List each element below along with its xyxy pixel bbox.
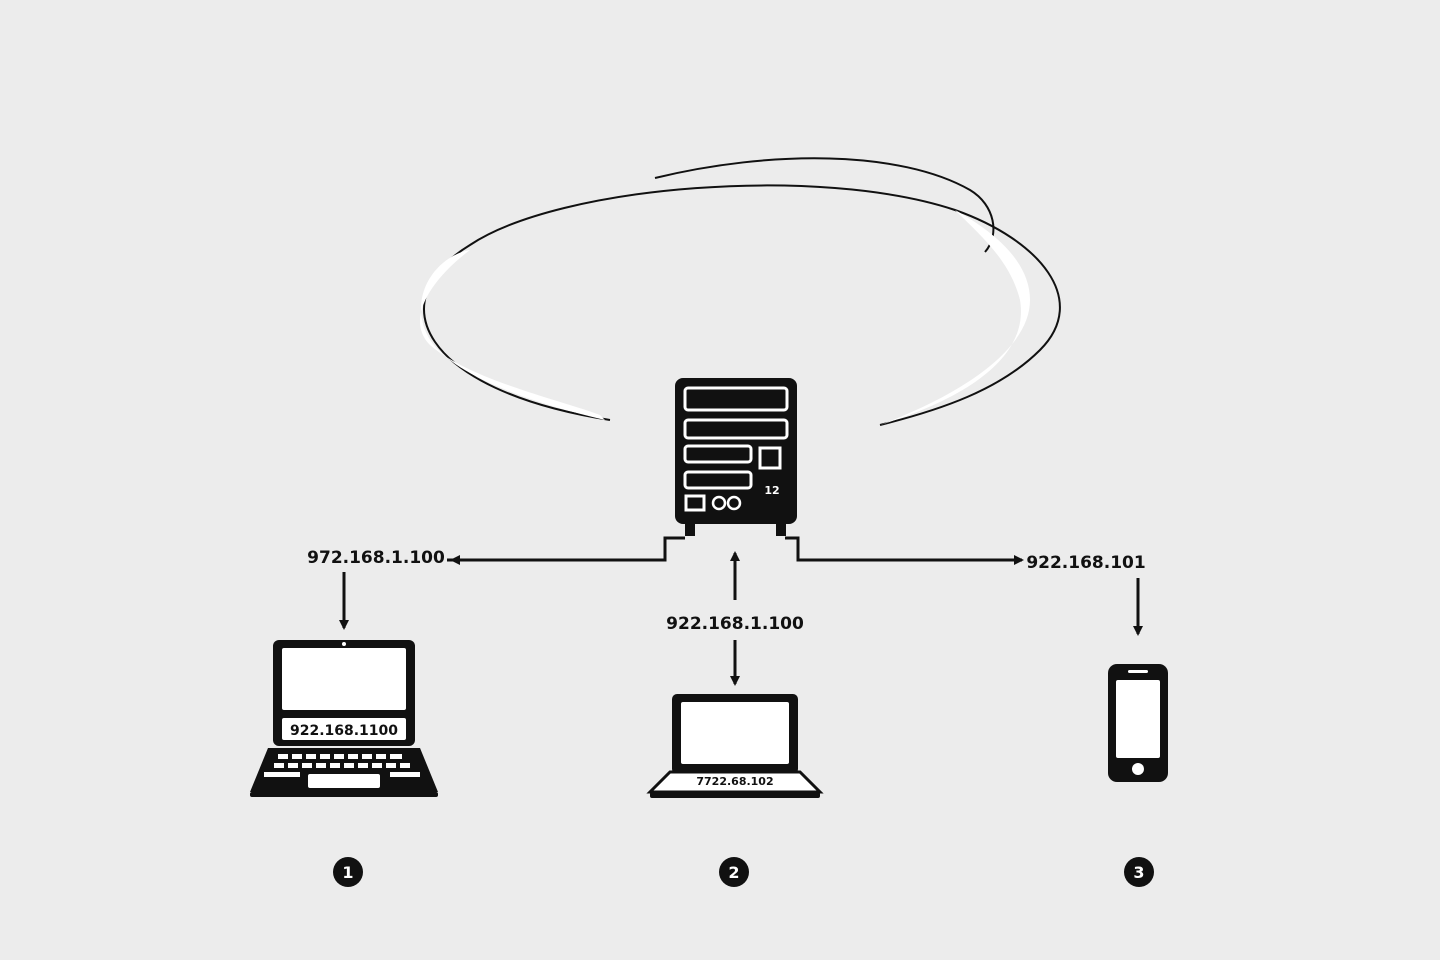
badge-number: 2 [728, 863, 739, 882]
laptop-2-base-label: 7722.68.102 [696, 775, 773, 788]
laptop-1-screen-label: 922.168.1100 [290, 723, 398, 739]
laptop-icon: 7722.68.102 [646, 694, 824, 798]
cloud-swirl-icon [419, 157, 1061, 426]
center-link: 922.168.1.100 [666, 551, 804, 686]
right-link-label: 922.168.101 [1026, 553, 1145, 573]
device-badge-2: 2 [719, 857, 749, 887]
left-link: 972.168.1.100 [307, 548, 665, 630]
device-badge-3: 3 [1124, 857, 1154, 887]
right-link: 922.168.101 [798, 553, 1146, 636]
center-link-label: 922.168.1.100 [666, 614, 804, 634]
badge-number: 1 [342, 863, 353, 882]
server-icon: 12 [675, 378, 797, 536]
laptop-icon: 922.168.1100 [250, 640, 438, 797]
device-badge-1: 1 [333, 857, 363, 887]
badge-number: 3 [1133, 863, 1144, 882]
smartphone-icon [1108, 664, 1168, 782]
server-tag: 12 [764, 484, 779, 497]
left-link-label: 972.168.1.100 [307, 548, 445, 568]
